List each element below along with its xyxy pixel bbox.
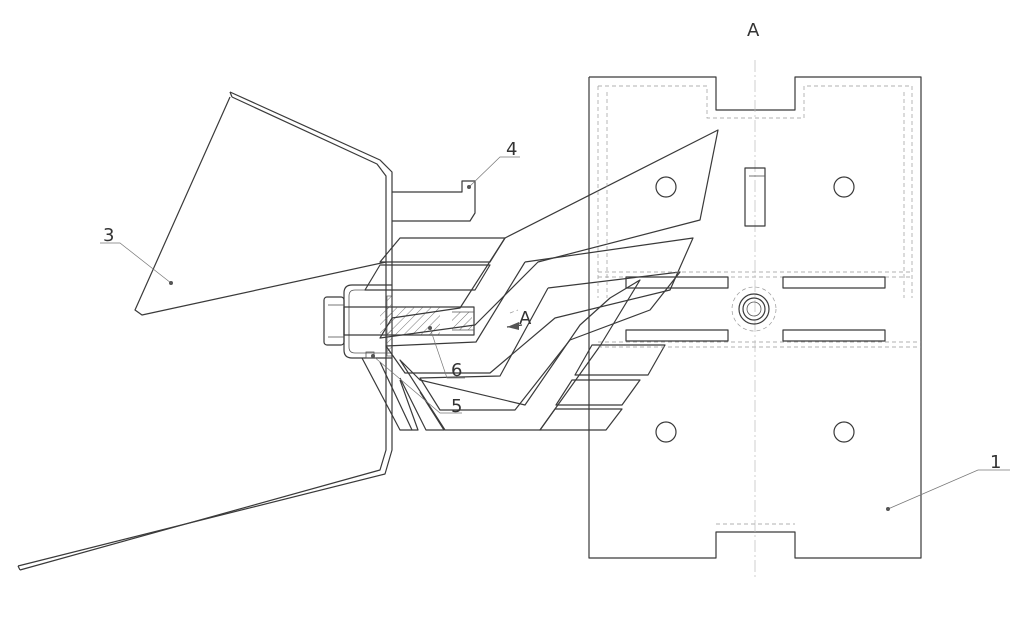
part-4-small-bracket (392, 180, 476, 222)
callout-4: 4 (506, 139, 517, 160)
callout-3: 3 (103, 225, 114, 246)
view-label: A (747, 20, 760, 41)
callout-1: 1 (990, 452, 1001, 473)
part-1-plate (588, 60, 922, 580)
leader-lines (100, 156, 1010, 511)
bolt-assembly (323, 284, 475, 359)
part-3-bracket-profile (17, 91, 393, 571)
callout-5: 5 (451, 396, 462, 417)
exploded-slat-group (361, 129, 719, 431)
callout-6: 6 (451, 360, 462, 381)
section-label: A (519, 308, 532, 329)
